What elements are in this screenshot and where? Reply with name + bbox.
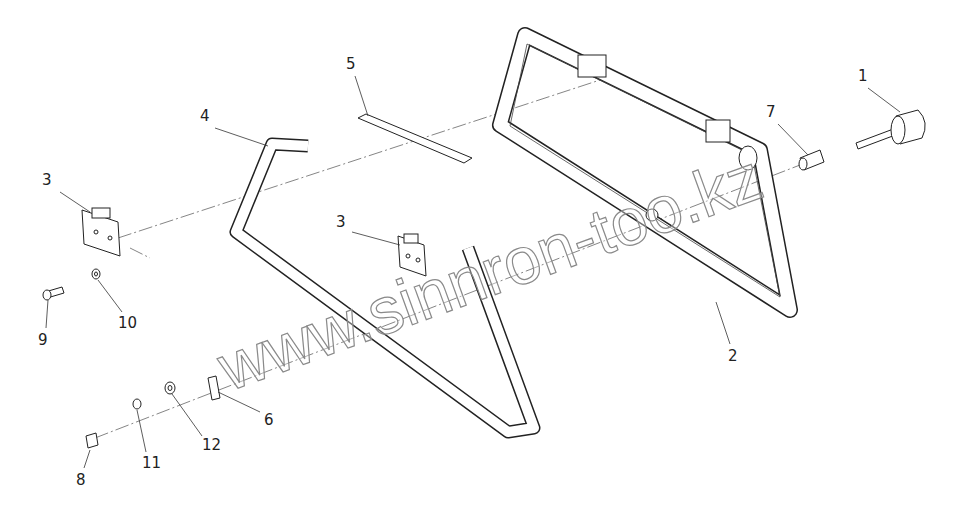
callout-number: 5 [344,56,358,73]
callout-number: 1 [856,68,870,85]
knob [799,110,925,170]
bracket [82,208,426,276]
callout-number: 3 [334,214,348,231]
callout-number: 4 [198,108,212,125]
callout-number: 2 [726,348,740,365]
callout-number: 12 [200,437,223,454]
callout-number: 11 [140,455,163,472]
callout-number: 6 [262,412,276,429]
callout-number: 10 [116,315,139,332]
leader-lines [46,76,900,468]
strip [358,114,472,163]
callout-number: 9 [36,332,50,349]
callout-number: 7 [764,104,778,121]
callout-number: 3 [40,172,54,189]
fasteners [43,269,220,448]
callout-number: 8 [74,472,88,489]
